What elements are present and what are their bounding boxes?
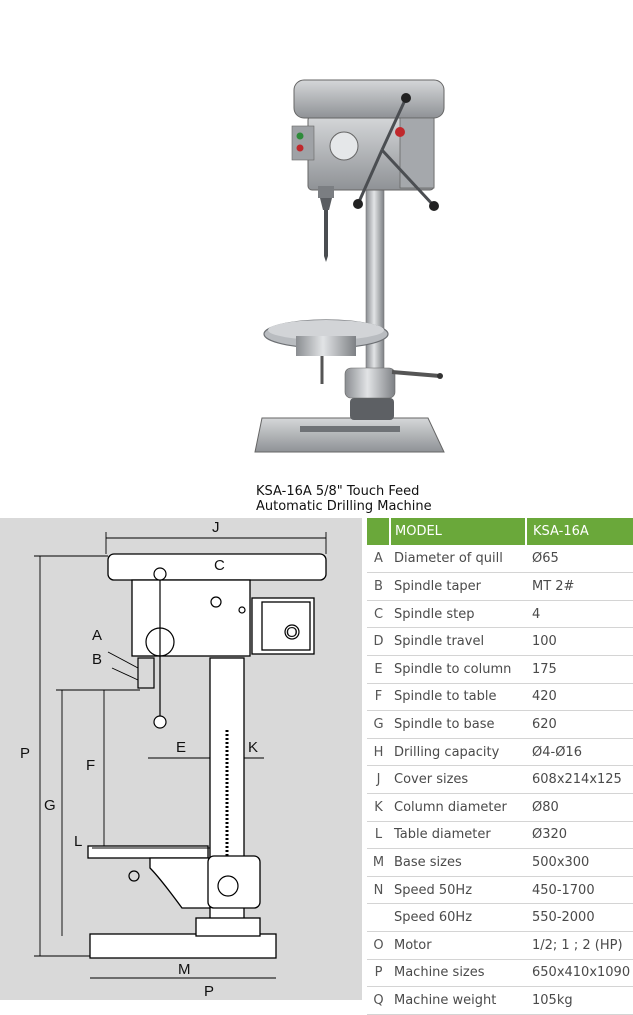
spec-code (367, 903, 390, 932)
dim-label-b: B (92, 651, 102, 668)
spec-value: 500x300 (526, 848, 633, 877)
spec-code: K (367, 793, 390, 822)
spec-value: 4 (526, 600, 633, 629)
dim-label-k: K (248, 739, 258, 756)
spec-value: 608x214x125 (526, 765, 633, 794)
spec-value: 450-1700 (526, 876, 633, 905)
spec-code: L (367, 821, 390, 850)
dim-label-j: J (212, 519, 220, 536)
spec-name: Column diameter (390, 793, 526, 822)
product-caption: KSA-16A 5/8" Touch Feed Automatic Drilli… (0, 484, 633, 514)
spec-value: Ø320 (526, 821, 633, 850)
spec-name: Spindle to column (390, 655, 526, 684)
spec-code: G (367, 710, 390, 739)
dimension-diagram: J C A B P G F E K L M O P (0, 518, 362, 1000)
drill-base (254, 417, 445, 453)
spec-name: Machine sizes (390, 959, 526, 988)
spec-value: 420 (526, 683, 633, 712)
spec-name: Diameter of quill (390, 545, 526, 574)
spec-name: Motor (390, 931, 526, 960)
spec-name: Speed 50Hz (390, 876, 526, 905)
spec-code: N (367, 876, 390, 905)
spec-name: Table diameter (390, 821, 526, 850)
spec-value: MT 2# (526, 572, 633, 601)
header-model-value: KSA-16A (526, 518, 633, 546)
caption-line-1: KSA-16A 5/8" Touch Feed (256, 484, 420, 499)
spec-name: Spindle to table (390, 683, 526, 712)
spec-value: 620 (526, 710, 633, 739)
spec-code: O (367, 931, 390, 960)
spec-code: A (367, 545, 390, 574)
spec-code: D (367, 627, 390, 656)
spec-name: Drilling capacity (390, 738, 526, 767)
spec-code: B (367, 572, 390, 601)
dim-label-l: L (74, 833, 82, 850)
spec-value: Ø65 (526, 545, 633, 574)
spec-code: H (367, 738, 390, 767)
spec-value: 650x410x1090 (526, 959, 633, 988)
spec-name: Spindle taper (390, 572, 526, 601)
spec-value: Ø4-Ø16 (526, 738, 633, 767)
dim-label-c: C (214, 557, 225, 574)
dim-label-e: E (176, 739, 186, 756)
spec-value: 550-2000 (526, 903, 633, 932)
spec-name: Spindle to base (390, 710, 526, 739)
spec-name: Cover sizes (390, 765, 526, 794)
product-photo (254, 79, 445, 453)
dim-label-g: G (44, 797, 56, 814)
dim-label-p-horizontal: P (204, 983, 214, 1000)
caption-line-2: Automatic Drilling Machine (256, 499, 432, 514)
spec-value: 105kg (526, 986, 633, 1015)
spec-name: Spindle travel (390, 627, 526, 656)
spec-name: Base sizes (390, 848, 526, 877)
spec-table-header: MODEL KSA-16A (367, 518, 633, 546)
dim-label-a: A (92, 627, 102, 644)
dim-label-o: O (286, 624, 298, 641)
spec-code: C (367, 600, 390, 629)
spec-code: F (367, 683, 390, 712)
spec-code: E (367, 655, 390, 684)
spec-value: Ø80 (526, 793, 633, 822)
dim-label-f: F (86, 757, 95, 774)
dim-label-p-vertical: P (20, 745, 30, 762)
spec-name: Speed 60Hz (390, 903, 526, 932)
spec-name: Spindle step (390, 600, 526, 629)
spec-code: Q (367, 986, 390, 1015)
dim-label-m: M (178, 961, 191, 978)
spec-value: 1/2; 1 ; 2 (HP) (526, 931, 633, 960)
spec-code: M (367, 848, 390, 877)
spec-value: 175 (526, 655, 633, 684)
spec-value: 100 (526, 627, 633, 656)
spec-code: J (367, 765, 390, 794)
header-model-label: MODEL (390, 518, 527, 546)
spec-code: P (367, 959, 390, 988)
spec-name: Machine weight (390, 986, 526, 1015)
